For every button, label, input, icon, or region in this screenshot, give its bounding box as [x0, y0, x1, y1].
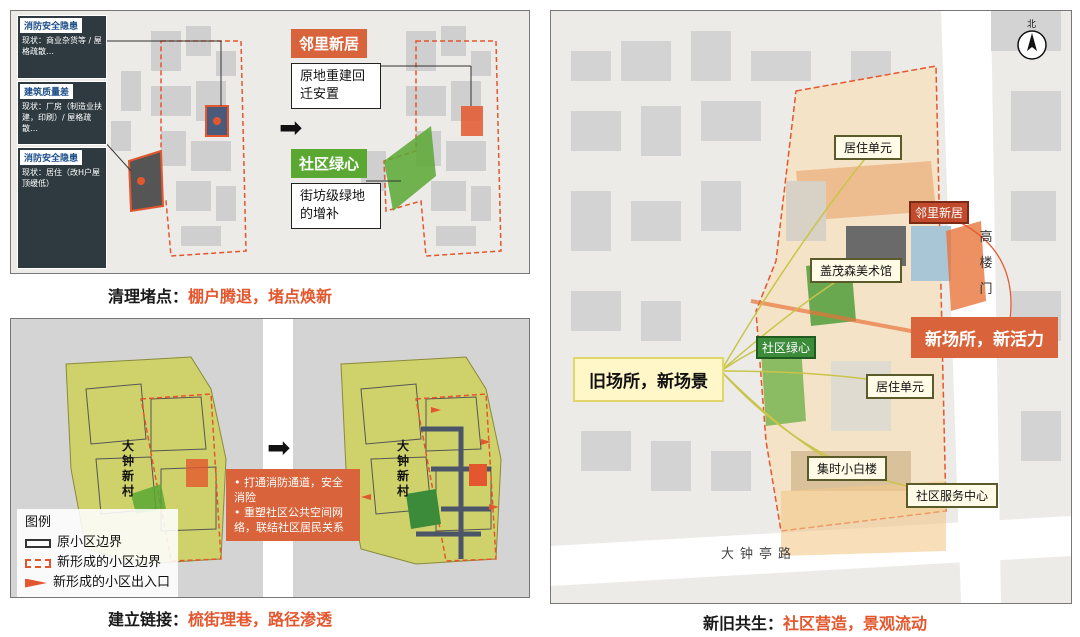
village-name-right: 大钟新村 — [396, 439, 409, 498]
caption-top: 清理堵点：棚户腾退，堵点焕新 — [108, 287, 333, 306]
legend-title: 图例 — [25, 515, 52, 530]
photo-inset-3: 消防安全隐患 现状：居住（改H户屋顶缓低） — [17, 147, 107, 269]
label-community-green: 社区绿心 — [756, 336, 817, 359]
old-boundary-swatch — [25, 538, 51, 548]
arrow-right-icon: ➡ — [267, 431, 291, 464]
hotspot-marker — [213, 117, 221, 125]
label-residential-mid: 居住单元 — [866, 374, 935, 399]
label-baishi-building: 集时小白楼 — [807, 456, 888, 481]
note-neighbor-house: 原地重建回迁安置 — [291, 63, 381, 109]
box-old-place: 旧场所，新场景 — [573, 357, 724, 402]
photo-inset-1: 消防安全隐患 现状：商业杂货等 / 屋格疏散… — [17, 15, 107, 79]
photo-inset-2: 建筑质量差 现状：厂房（制造业扶建，印刷）/ 屋格疏散… — [17, 81, 107, 145]
bullet-item: • 打通消防通道，安全消险 — [234, 476, 343, 504]
right-map — [551, 11, 1071, 603]
arrow-right-icon: ➡ — [279, 111, 303, 144]
legend: 图例 原小区边界 新形成的小区边界 新形成的小区出入口 — [17, 509, 179, 597]
bullet-notes: • 打通消防通道，安全消险 • 重塑社区公共空间网络，联结社区居民关系 — [226, 469, 360, 541]
village-name-left: 大钟新村 — [121, 439, 134, 498]
compass-label: 北 — [1027, 20, 1037, 30]
hotspot-marker — [137, 177, 145, 185]
legend-item: 原小区边界 — [25, 533, 170, 553]
legend-item: 新形成的小区边界 — [25, 553, 170, 573]
label-service-center: 社区服务中心 — [906, 483, 999, 508]
entrance-flag-icon — [25, 578, 47, 588]
street-name-vertical: 高楼门 — [979, 230, 993, 297]
tag-neighbor-house: 邻里新居 — [291, 29, 368, 58]
tag-community-green: 社区绿心 — [291, 149, 368, 178]
legend-item: 新形成的小区出入口 — [25, 573, 170, 593]
bullet-item: • 重塑社区公共空间网络，联结社区居民关系 — [234, 506, 344, 534]
street-name-horizontal: 大钟亭路 — [721, 547, 798, 562]
caption-bottom: 建立链接：梳街理巷，路径渗透 — [108, 610, 333, 629]
label-residential-top: 居住单元 — [834, 135, 903, 160]
label-neighbor-house: 邻里新居 — [909, 201, 970, 224]
bottom-panel: 大钟新村 大钟新村 ➡ • 打通消防通道，安全消险 • 重塑社区公共空间网络，联… — [10, 318, 530, 598]
caption-right: 新旧共生：社区营造，景观流动 — [703, 614, 928, 633]
box-new-place: 新场所，新活力 — [911, 317, 1058, 358]
label-museum: 盖茂森美术馆 — [810, 258, 903, 283]
top-panel: 消防安全隐患 现状：商业杂货等 / 屋格疏散… 建筑质量差 现状：厂房（制造业扶… — [10, 10, 530, 274]
note-community-green: 街坊级绿地的增补 — [291, 183, 381, 229]
right-panel: 北 居住单元 邻里新居 盖茂森美术馆 社区绿心 居住单元 集时小白楼 社区服务中… — [550, 10, 1072, 604]
new-boundary-swatch — [25, 558, 51, 568]
